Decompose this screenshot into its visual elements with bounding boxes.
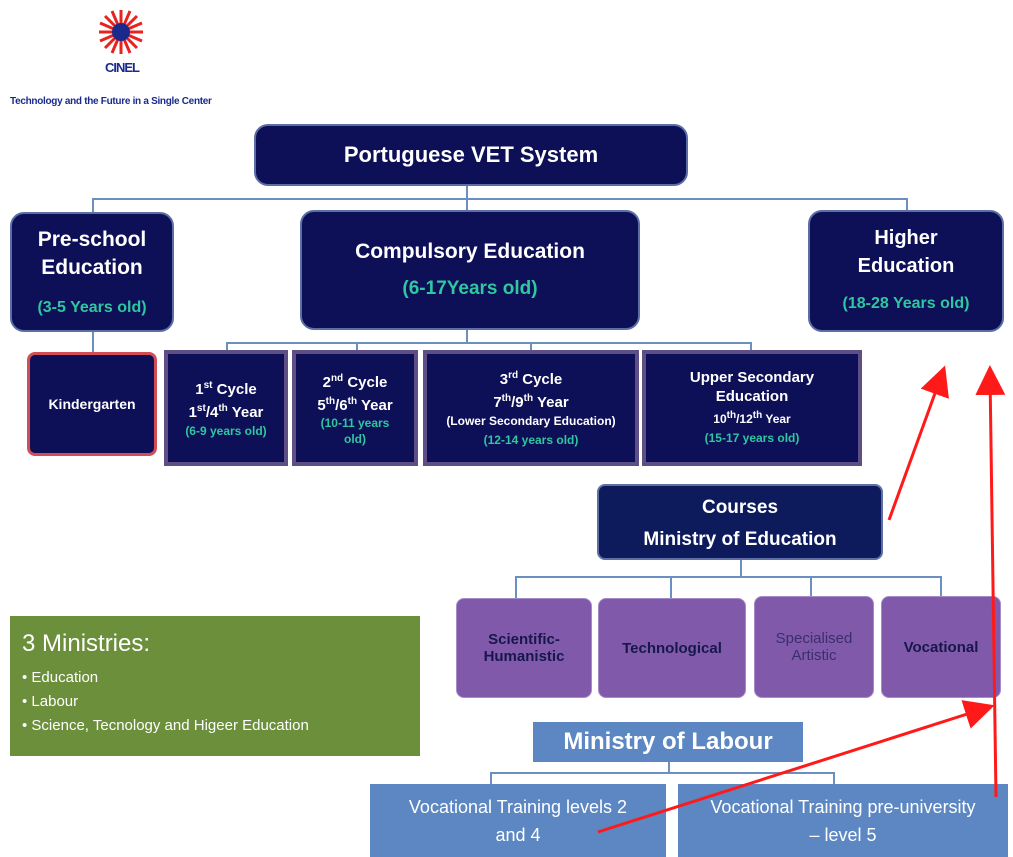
connector <box>940 576 942 598</box>
labour-title: Ministry of Labour <box>563 728 773 755</box>
track-1-line1: Scientific- <box>488 631 560 648</box>
cycle-3-ages: (12-14 years old) <box>483 433 579 447</box>
courses-node: Courses Ministry of Education <box>597 484 883 560</box>
higher-title-line1: Higher <box>874 227 938 249</box>
arrow-courses-to-higher <box>887 365 949 521</box>
training-level-2-4: Vocational Training levels 2 and 4 <box>370 784 666 857</box>
cycle-2-node: 2nd Cycle 5th/6th Year (10-11 years old) <box>292 350 418 466</box>
track-technological: Technological <box>598 598 746 698</box>
connector <box>92 198 907 200</box>
cycle-2-ages: (10-11 years old) <box>320 416 390 446</box>
connector <box>226 342 228 350</box>
connector <box>833 772 835 784</box>
ministries-item: • Education <box>22 669 99 686</box>
training-1-line2: and 4 <box>495 824 541 845</box>
ministries-title: 3 Ministries: <box>22 630 151 657</box>
preschool-title-line1: Pre-school <box>37 228 147 251</box>
labour-node: Ministry of Labour <box>533 722 803 762</box>
track-specialised-artistic: Specialised Artistic <box>754 596 874 698</box>
higher-ages: (18-28 Years old) <box>842 295 970 312</box>
connector <box>226 342 751 344</box>
courses-line2: Ministry of Education <box>643 529 837 550</box>
ministries-item: • Labour <box>22 693 79 710</box>
connector <box>515 576 941 578</box>
training-2-line1: Vocational Training pre-university <box>710 796 976 817</box>
preschool-ages: (3-5 Years old) <box>37 299 147 316</box>
track-2-label: Technological <box>622 639 722 657</box>
kindergarten-node: Kindergarten <box>27 352 157 456</box>
training-2-line2: – level 5 <box>809 824 877 845</box>
root-node: Portuguese VET System <box>254 124 688 186</box>
higher-title-line2: Education <box>857 255 955 277</box>
training-level-5: Vocational Training pre-university – lev… <box>678 784 1008 857</box>
upper-secondary-node: Upper Secondary Education 10th/12th Year… <box>642 350 862 466</box>
cycle-3-sub: (Lower Secondary Education) <box>446 414 616 428</box>
compulsory-ages: (6-17Years old) <box>402 278 538 299</box>
cycle-1-ages: (6-9 years old) <box>185 423 267 438</box>
connector <box>810 576 812 598</box>
connector <box>668 760 670 772</box>
arrow-level5-to-higher <box>975 365 1006 798</box>
logo-tagline: Technology and the Future in a Single Ce… <box>10 96 212 107</box>
cycle-1-years: 1st/4th Year <box>188 402 264 421</box>
upper-secondary-name-line2: Education <box>715 388 789 405</box>
upper-secondary-years: 10th/12th Year <box>713 410 791 426</box>
connector <box>92 330 94 352</box>
track-vocational: Vocational <box>881 596 1001 698</box>
root-title: Portuguese VET System <box>343 142 599 167</box>
track-3-line2: Artistic <box>791 647 837 664</box>
ministries-item-text: Education <box>31 669 99 686</box>
connector <box>92 198 94 212</box>
connector <box>530 342 532 350</box>
connector <box>490 772 835 774</box>
courses-line1: Courses <box>701 497 779 518</box>
preschool-title-line2: Education <box>41 256 143 279</box>
connector <box>466 186 468 200</box>
kindergarten-label: Kindergarten <box>48 396 136 412</box>
upper-secondary-ages: (15-17 years old) <box>704 431 800 445</box>
connector <box>490 772 492 784</box>
compulsory-node: Compulsory Education (6-17Years old) <box>300 210 640 330</box>
cycle-3-name: 3rd Cycle <box>499 370 563 388</box>
track-1-line2: Humanistic <box>483 648 565 665</box>
connector <box>906 198 908 212</box>
track-4-label: Vocational <box>903 638 979 656</box>
upper-secondary-name-line1: Upper Secondary <box>689 369 815 386</box>
cinel-logo-icon <box>99 10 143 54</box>
connector <box>670 576 672 598</box>
higher-node: Higher Education (18-28 Years old) <box>808 210 1004 332</box>
compulsory-title: Compulsory Education <box>355 240 585 263</box>
ministries-item-text: Labour <box>31 693 79 710</box>
ministries-item-text: Science, Tecnology and Higeer Education <box>31 717 309 734</box>
cycle-3-years: 7th/9th Year <box>493 393 569 411</box>
connector <box>356 342 358 350</box>
cycle-3-node: 3rd Cycle 7th/9th Year (Lower Secondary … <box>423 350 639 466</box>
connector <box>740 560 742 576</box>
connector <box>466 330 468 344</box>
ministries-box: 3 Ministries: • Education • Labour • Sci… <box>10 616 420 756</box>
track-3-line1: Specialised <box>775 630 853 647</box>
cycle-1-node: 1st Cycle 1st/4th Year (6-9 years old) <box>164 350 288 466</box>
connector <box>750 342 752 350</box>
cycle-2-years: 5th/6th Year <box>317 396 393 414</box>
training-1-line1: Vocational Training levels 2 <box>408 796 628 817</box>
cycle-1-name: 1st Cycle <box>195 379 257 398</box>
arrow-level24-to-vocational <box>597 700 995 834</box>
connector <box>466 198 468 210</box>
cycle-2-name: 2nd Cycle <box>322 373 388 391</box>
connector <box>515 576 517 598</box>
preschool-node: Pre-school Education (3-5 Years old) <box>10 212 174 332</box>
ministries-item: • Science, Tecnology and Higeer Educatio… <box>22 717 309 734</box>
logo-name: CINEL <box>105 60 140 75</box>
track-scientific-humanistic: Scientific- Humanistic <box>456 598 592 698</box>
